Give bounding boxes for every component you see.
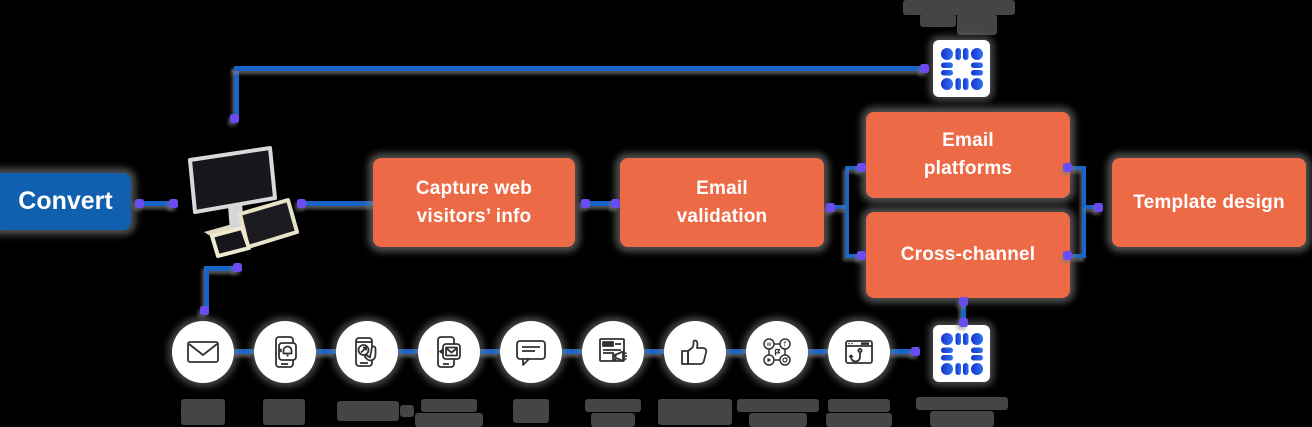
connector-line xyxy=(890,349,914,354)
icon-label-illegible xyxy=(421,399,477,412)
thumbs-up-icon xyxy=(664,321,726,383)
connector-line xyxy=(845,166,849,258)
icon-label-illegible xyxy=(749,413,807,427)
connector-dot xyxy=(233,263,242,272)
icon-label-illegible xyxy=(513,399,549,423)
connector-line xyxy=(961,304,966,320)
connector-dot xyxy=(1063,251,1072,260)
icon-label-illegible xyxy=(181,399,225,425)
connector-dot xyxy=(920,64,929,73)
connector-dot xyxy=(135,199,144,208)
box-label-line1: Email xyxy=(696,177,748,199)
connector-line xyxy=(1086,205,1098,209)
icon-label-illegible xyxy=(826,413,892,427)
template-design-box: Template design xyxy=(1112,158,1306,247)
connector-line xyxy=(141,201,175,206)
email-envelope-icon xyxy=(172,321,234,383)
svg-text:w: w xyxy=(766,340,772,348)
devices-illustration xyxy=(176,146,302,268)
browser-webhook-icon xyxy=(828,321,890,383)
connector-line xyxy=(1072,166,1084,170)
brand-grid-logo xyxy=(933,40,990,97)
box-label-line1: Template design xyxy=(1133,191,1285,213)
connector-line xyxy=(234,66,239,118)
top-label-illegible xyxy=(957,14,997,35)
newsletter-megaphone-icon xyxy=(582,321,644,383)
connector-dot xyxy=(911,347,920,356)
icon-label-illegible xyxy=(337,401,399,421)
connector-dot xyxy=(297,199,306,208)
mobile-email-icon xyxy=(418,321,480,383)
icon-label-illegible xyxy=(591,413,635,427)
connector-dot xyxy=(959,297,968,306)
email-validation-box: Email validation xyxy=(620,158,824,247)
connector-dot xyxy=(230,114,239,123)
connector-dot xyxy=(581,199,590,208)
cross-channel-box: Cross-channel xyxy=(866,212,1070,298)
connector-dot xyxy=(1063,163,1072,172)
mobile-tap-icon xyxy=(336,321,398,383)
social-media-network-icon: w f xyxy=(746,321,808,383)
mobile-push-notification-icon xyxy=(254,321,316,383)
connector-line xyxy=(849,254,861,258)
icon-label-illegible xyxy=(828,399,890,412)
top-label-illegible xyxy=(903,0,1015,15)
connector-line xyxy=(726,349,746,354)
connector-dot xyxy=(857,251,866,260)
connector-line xyxy=(587,201,616,206)
connector-line xyxy=(480,349,500,354)
brand-grid-logo xyxy=(940,47,983,90)
connector-dot xyxy=(826,203,835,212)
connector-line xyxy=(316,349,336,354)
connector-dot xyxy=(959,318,968,327)
connector-line xyxy=(644,349,664,354)
box-label-line1: Cross-channel xyxy=(900,244,1036,265)
box-label-line1: Email xyxy=(942,130,994,151)
brand-grid-logo xyxy=(933,325,990,382)
icon-label-illegible xyxy=(930,411,994,427)
email-platforms-box: Email platforms xyxy=(866,112,1070,198)
connector-dot xyxy=(611,199,620,208)
connector-line xyxy=(207,266,237,271)
connector-dot xyxy=(200,306,209,315)
convert-label: Convert xyxy=(18,187,113,215)
icon-label-illegible xyxy=(400,405,414,417)
box-label-line2: validation xyxy=(676,205,768,227)
connector-line xyxy=(808,349,828,354)
connector-line xyxy=(562,349,582,354)
convert-box: Convert xyxy=(0,173,131,230)
connector-line xyxy=(303,201,375,206)
top-label-illegible xyxy=(920,14,956,27)
connector-line xyxy=(834,205,847,209)
connector-dot xyxy=(1094,203,1103,212)
brand-grid-logo xyxy=(940,332,983,375)
icon-label-illegible xyxy=(916,397,1008,410)
icon-label-illegible xyxy=(737,399,819,412)
connector-line xyxy=(234,349,254,354)
box-label-line1: Capture web xyxy=(415,177,533,199)
box-label-line2: visitors’ info xyxy=(416,205,532,227)
connector-line xyxy=(849,166,861,170)
connector-line xyxy=(1072,254,1084,258)
connector-dot xyxy=(857,163,866,172)
icon-label-illegible xyxy=(585,399,641,412)
icon-label-illegible xyxy=(658,399,732,425)
connector-line xyxy=(1082,166,1086,258)
svg-text:f: f xyxy=(784,341,787,349)
connector-line xyxy=(398,349,418,354)
icon-label-illegible xyxy=(415,413,483,427)
connector-line xyxy=(234,66,924,71)
box-label-line2: platforms xyxy=(923,158,1013,179)
capture-web-visitors-box: Capture web visitors’ info xyxy=(373,158,575,247)
sms-chat-bubble-icon xyxy=(500,321,562,383)
connector-line xyxy=(204,266,209,308)
connector-dot xyxy=(169,199,178,208)
icon-label-illegible xyxy=(263,399,305,425)
